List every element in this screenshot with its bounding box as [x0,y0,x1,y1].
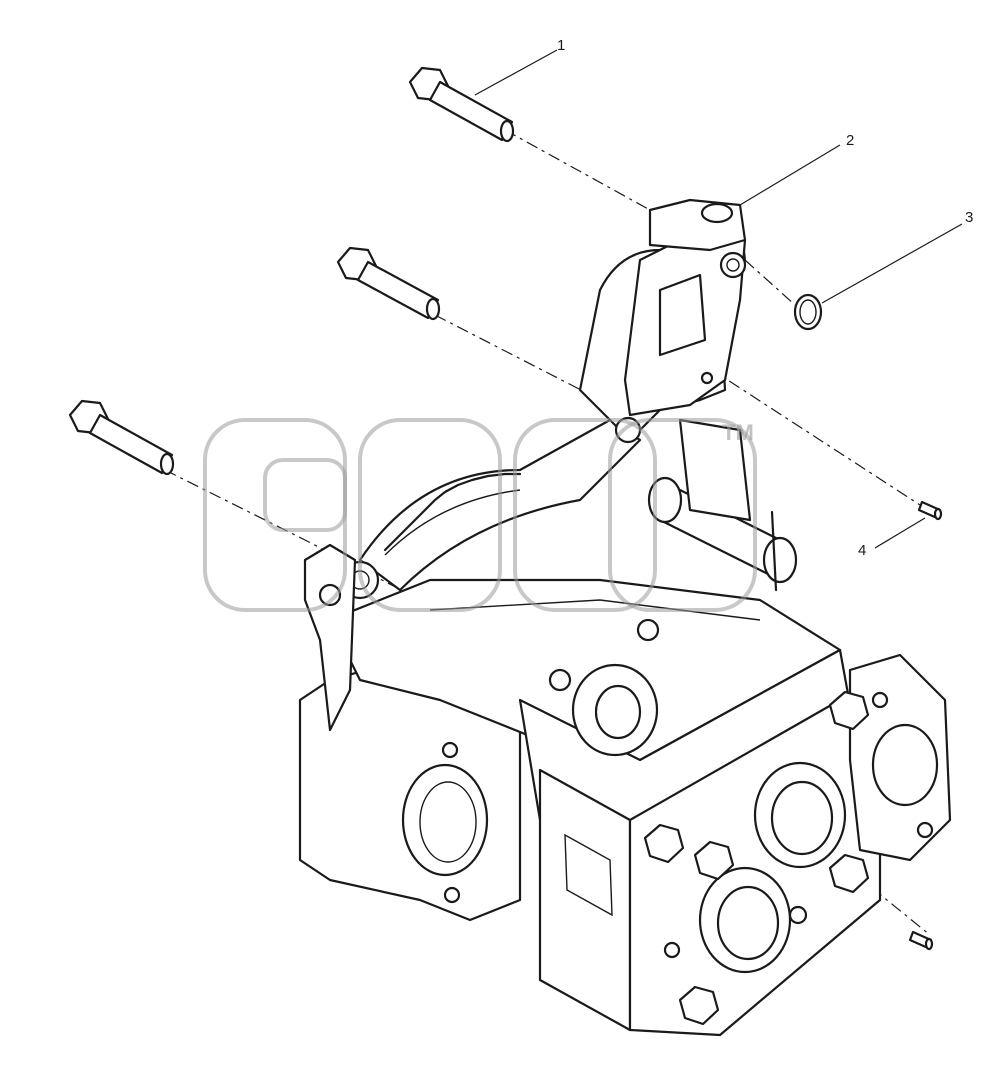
callout-3: 3 [821,209,973,304]
callout-number: 1 [557,37,565,54]
part-3-sealing-ring [793,293,823,331]
shaft [647,418,798,592]
pump-housing [298,578,952,1037]
callout-number: 2 [846,132,854,149]
watermark-tm: TM [722,420,754,445]
part-2-bracket [578,198,747,444]
watermark-logo: TM [203,418,757,612]
part-1-bolt-middle [336,246,441,321]
callout-1: 1 [474,37,565,96]
part-1-bolt-lower [68,399,175,476]
callout-4: 4 [858,517,926,559]
callout-2: 2 [739,132,854,206]
part-1-bolt-top [408,66,515,143]
callout-number: 3 [965,209,973,226]
part-4-dowel-pin-upper [917,500,943,521]
part-4-dowel-pin-lower [908,930,934,951]
callout-number: 4 [858,542,866,559]
